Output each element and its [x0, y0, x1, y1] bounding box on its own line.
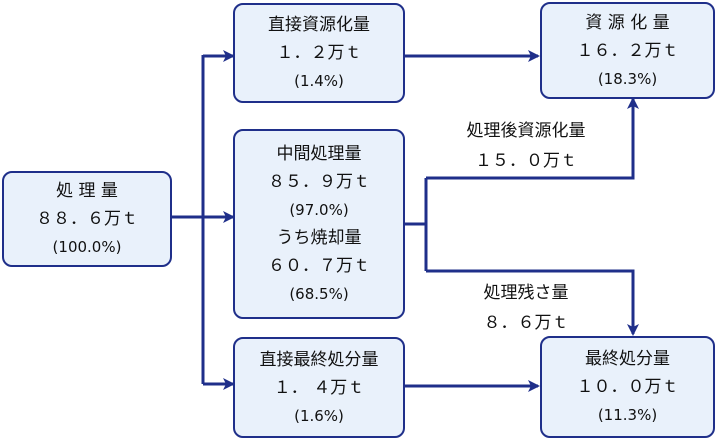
label-post-processing-recycling: 処理後資源化量 １５．０万ｔ	[436, 116, 616, 176]
node-name: 処 理 量	[56, 181, 118, 201]
node-percent: (1.6%)	[294, 406, 344, 425]
node-direct-final-disposal: 直接最終処分量 １． ４万ｔ (1.6%)	[233, 337, 405, 438]
node-name: 直接最終処分量	[259, 349, 379, 370]
node-final-disposal-total: 最終処分量 １０．０万ｔ (11.3%)	[540, 336, 715, 438]
label-name: 処理後資源化量	[466, 121, 586, 141]
node-name: 資 源 化 量	[585, 12, 670, 33]
node-amount: ８８．６万ｔ	[36, 209, 138, 229]
node-sub-name: うち焼却量	[276, 228, 362, 248]
node-name: 中間処理量	[276, 144, 362, 164]
node-percent: (18.3%)	[597, 69, 658, 88]
node-amount: １６．２万ｔ	[576, 40, 679, 61]
node-name: 最終処分量	[585, 349, 670, 369]
node-recycling-total: 資 源 化 量 １６．２万ｔ (18.3%)	[540, 2, 715, 99]
node-processing-total: 処 理 量 ８８．６万ｔ (100.0%)	[2, 171, 172, 267]
node-percent: (100.0%)	[52, 238, 122, 256]
node-amount: １０．０万ｔ	[576, 377, 679, 397]
node-amount: ８５．９万ｔ	[268, 172, 370, 192]
node-intermediate-processing: 中間処理量 ８５．９万ｔ (97.0%) うち焼却量 ６０．７万ｔ (68.5%…	[233, 129, 405, 319]
arrow-to-recycling	[426, 97, 639, 180]
node-percent: (97.0%)	[289, 201, 349, 219]
node-percent: (11.3%)	[597, 406, 658, 424]
label-amount: ８．６万ｔ	[483, 313, 569, 333]
node-amount: １． ４万ｔ	[273, 377, 365, 398]
node-amount: １．２万ｔ	[276, 43, 362, 63]
node-percent: (1.4%)	[294, 72, 344, 90]
label-processing-residue: 処理残さ量 ８．６万ｔ	[436, 278, 616, 338]
label-amount: １５．０万ｔ	[475, 151, 577, 171]
node-name: 直接資源化量	[268, 15, 370, 35]
node-direct-recycling: 直接資源化量 １．２万ｔ (1.4%)	[233, 3, 405, 103]
node-sub-percent: (68.5%)	[289, 285, 349, 303]
node-sub-amount: ６０．７万ｔ	[268, 256, 370, 276]
arrow-to-disposal	[426, 269, 639, 336]
label-name: 処理残さ量	[483, 283, 569, 303]
